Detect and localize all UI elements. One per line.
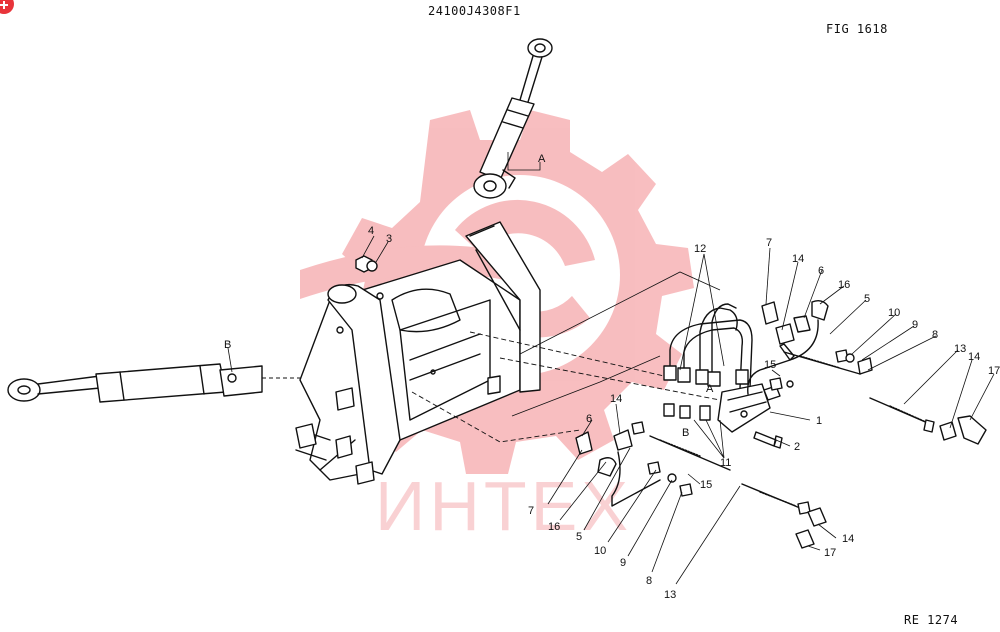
callout-14: 14	[968, 351, 980, 363]
callout-9: 9	[620, 557, 626, 569]
callout-16: 16	[838, 279, 850, 291]
callout-9: 9	[912, 319, 918, 331]
projection-lines	[411, 271, 721, 443]
callout-13: 13	[664, 589, 676, 601]
view-marker-a: A	[706, 383, 714, 395]
callout-10: 10	[594, 545, 606, 557]
callout-14: 14	[792, 253, 804, 265]
callout-17: 17	[988, 365, 1000, 377]
callout-14: 14	[842, 533, 854, 545]
leader-lines	[227, 235, 995, 585]
figure-label: FIG 1618	[826, 22, 888, 36]
drawing-number: 24100J4308F1	[428, 4, 521, 18]
view-marker-b: B	[682, 427, 689, 439]
callout-6: 6	[586, 413, 592, 425]
callout-2: 2	[794, 441, 800, 453]
watermark-text: ИНТЕХ	[375, 467, 632, 545]
reference-code: RE 1274	[904, 613, 959, 627]
corner-badge-icon	[0, 0, 14, 14]
callout-6: 6	[818, 265, 824, 277]
callout-7: 7	[766, 237, 772, 249]
view-marker-a: A	[538, 153, 546, 165]
callout-15: 15	[700, 479, 712, 491]
lower-cylinder	[7, 363, 312, 403]
callout-12: 12	[694, 243, 706, 255]
main-frame	[295, 221, 541, 485]
callout-13: 13	[954, 343, 966, 355]
callout-5: 5	[864, 293, 870, 305]
bolt	[753, 431, 783, 449]
callout-17: 17	[824, 547, 836, 559]
callout-5: 5	[576, 531, 582, 543]
right-fittings	[747, 299, 987, 445]
callout-15: 15	[764, 359, 776, 371]
callout-10: 10	[888, 307, 900, 319]
callout-labels: 1 2 3 4 5 5 6 6 7 7 8 8 9 9 10 10 11 12 …	[224, 153, 1000, 601]
callout-4: 4	[368, 225, 374, 237]
upper-cylinder	[473, 38, 553, 199]
callout-8: 8	[932, 329, 938, 341]
callout-14: 14	[610, 393, 622, 405]
callout-3: 3	[386, 233, 392, 245]
callout-7: 7	[528, 505, 534, 517]
callout-8: 8	[646, 575, 652, 587]
callout-16: 16	[548, 521, 560, 533]
control-valve	[663, 383, 781, 433]
view-marker-b: B	[224, 339, 231, 351]
callout-1: 1	[816, 415, 822, 427]
hydraulic-hoses	[663, 303, 753, 389]
callout-11: 11	[720, 457, 731, 469]
lower-fittings	[575, 421, 827, 549]
